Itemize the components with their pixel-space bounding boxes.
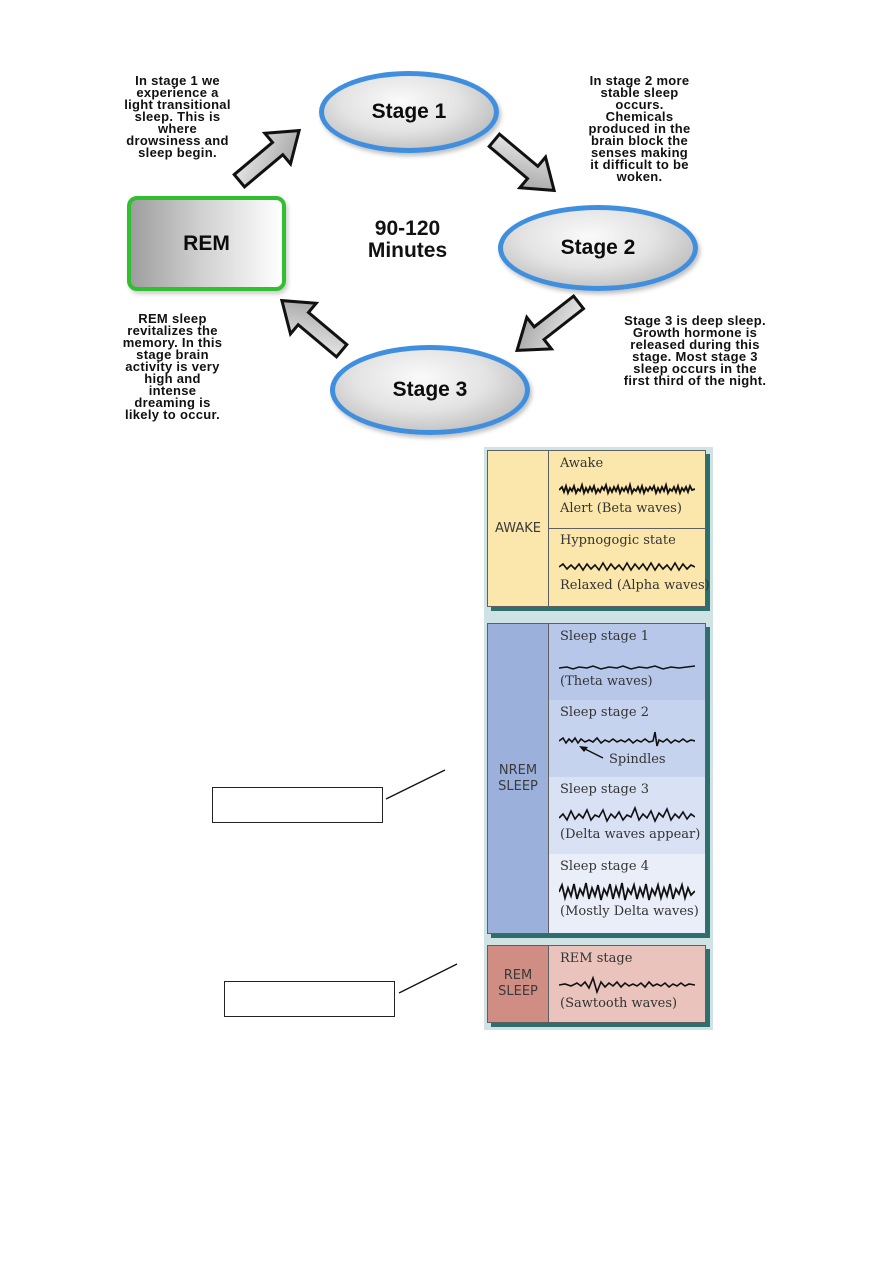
stage1-oval: Stage 1 xyxy=(319,71,499,153)
answer-box-rem[interactable] xyxy=(224,981,395,1017)
awake-rows: Awake Alert (Beta waves) Hypnogogic stat… xyxy=(549,451,710,606)
cycle-duration-unit: Minutes xyxy=(367,239,448,262)
spindle-wave xyxy=(559,731,695,759)
stage2-label: Stage 2 xyxy=(560,236,636,259)
sawtooth-wave xyxy=(559,975,695,995)
row-awake: Awake Alert (Beta waves) xyxy=(549,451,705,529)
nrem-rows: Sleep stage 1 (Theta waves) Sleep stage … xyxy=(549,624,705,933)
row-title: Hypnogogic state xyxy=(560,533,676,548)
row-caption: Alert (Beta waves) xyxy=(560,501,682,516)
stage2-oval: Stage 2 xyxy=(498,205,698,291)
theta-wave xyxy=(559,665,695,670)
row-caption: (Delta waves appear) xyxy=(560,827,701,842)
row-title: REM stage xyxy=(560,951,633,966)
spindles-label: Spindles xyxy=(609,752,666,767)
arrow-stage1-to-stage2 xyxy=(487,132,557,193)
row-hypnogogic: Hypnogogic state Relaxed (Alpha waves) xyxy=(549,528,710,605)
rem-label: REM xyxy=(183,231,230,255)
row-sleep-stage-4: Sleep stage 4 (Mostly Delta waves) xyxy=(549,854,705,933)
stage1-description: In stage 1 we experience a light transit… xyxy=(124,73,231,160)
cycle-duration-value: 90-120 xyxy=(374,217,441,240)
leader-line-rem xyxy=(398,963,458,994)
rem-box: REM xyxy=(127,196,286,291)
row-title: Sleep stage 3 xyxy=(560,782,649,797)
rem-description: REM sleep revitalizes the memory. In thi… xyxy=(122,311,223,422)
delta-wave-appear xyxy=(559,805,695,823)
stage3-oval: Stage 3 xyxy=(330,345,530,435)
row-caption: (Theta waves) xyxy=(560,674,653,689)
arrow-stage2-to-stage3 xyxy=(515,293,586,352)
row-caption: Relaxed (Alpha waves) xyxy=(560,578,710,593)
delta-wave xyxy=(559,881,695,902)
stage3-description: Stage 3 is deep sleep. Growth hormone is… xyxy=(623,313,767,388)
alpha-wave xyxy=(559,561,695,572)
arrow-stage3-to-rem xyxy=(279,298,349,359)
stage3-label: Stage 3 xyxy=(392,378,468,401)
beta-wave xyxy=(559,481,695,496)
row-sleep-stage-2: Sleep stage 2 Spindles xyxy=(549,700,705,778)
arrow-rem-to-stage1 xyxy=(232,128,302,189)
awake-panel: AWAKE Awake Alert (Beta waves) Hypnogogi… xyxy=(487,450,710,607)
awake-side-label: AWAKE xyxy=(488,451,549,606)
cycle-arrows xyxy=(232,128,586,359)
row-title: Awake xyxy=(560,456,604,471)
row-title: Sleep stage 2 xyxy=(560,705,649,720)
leader-line-nrem xyxy=(385,769,446,800)
spindle-arrow xyxy=(582,747,604,759)
stage1-label: Stage 1 xyxy=(371,100,447,123)
row-caption: (Mostly Delta waves) xyxy=(560,904,699,919)
stage2-description: In stage 2 more stable sleep occurs. Che… xyxy=(588,73,691,184)
row-rem-stage: REM stage (Sawtooth waves) xyxy=(549,946,705,1022)
cycle-duration: 90-120 Minutes xyxy=(340,218,475,262)
answer-box-nrem[interactable] xyxy=(212,787,383,823)
row-sleep-stage-3: Sleep stage 3 (Delta waves appear) xyxy=(549,777,705,855)
row-title: Sleep stage 4 xyxy=(560,859,649,874)
rem-rows: REM stage (Sawtooth waves) xyxy=(549,946,705,1022)
row-title: Sleep stage 1 xyxy=(560,629,649,644)
row-caption: (Sawtooth waves) xyxy=(560,996,678,1011)
